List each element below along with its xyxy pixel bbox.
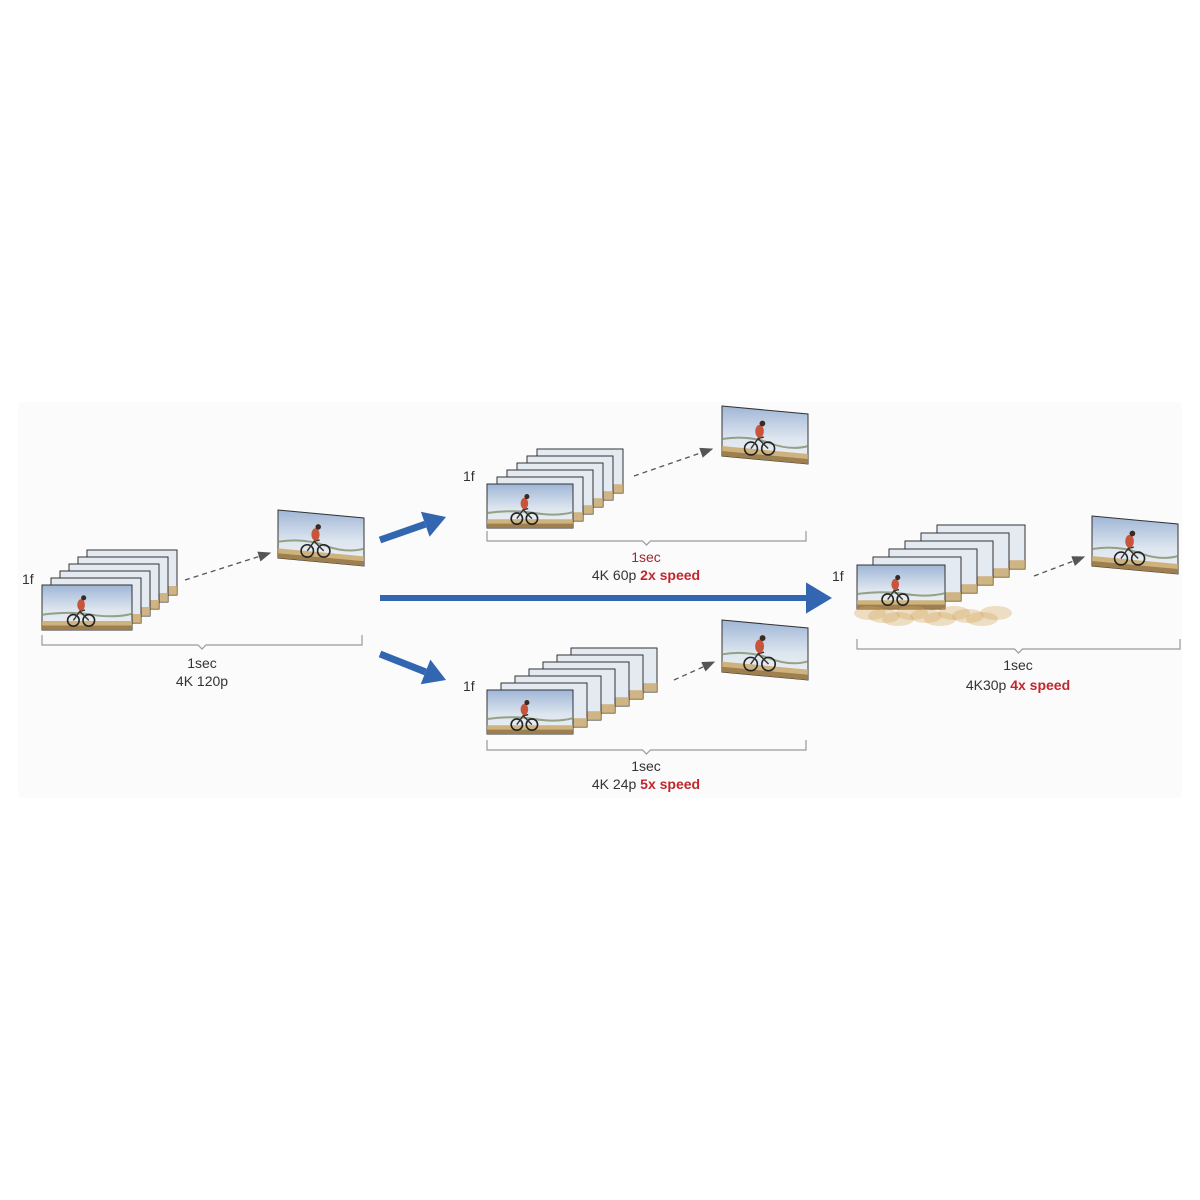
output-24p-output-frame — [721, 619, 809, 681]
arrow-to-60p — [378, 511, 446, 544]
output-24p-frame-stack — [486, 647, 658, 735]
output-24p-format-label: 4K 24p — [591, 776, 637, 792]
arrow-to-24p — [378, 650, 446, 685]
output-60p-frame-stack-front-frame — [486, 483, 574, 529]
conversion-arrows — [378, 511, 832, 685]
source-duration-label: 1sec — [187, 655, 217, 671]
frame-stacks — [41, 448, 1026, 735]
output-60p-output-frame — [721, 405, 809, 465]
output-24p-frame-label: 1f — [463, 678, 475, 694]
output-frames — [277, 405, 1179, 681]
output-60p-duration-label: 1sec — [631, 549, 661, 565]
output-60p-duration-bracket — [486, 531, 807, 546]
source-format-label: 4K 120p — [175, 673, 229, 689]
output-30p-duration-bracket — [856, 639, 1181, 654]
output-30p-duration-label: 1sec — [1003, 657, 1033, 673]
output-30p-format-label: 4K30p — [965, 677, 1007, 693]
output-30p-frame-stack-front-frame — [856, 564, 946, 610]
duration-brackets — [41, 531, 1181, 755]
source-frame-label: 1f — [22, 571, 34, 587]
output-24p-duration-label: 1sec — [631, 758, 661, 774]
output-24p-extract-arrow — [673, 661, 716, 681]
source-output-frame — [277, 509, 365, 567]
output-24p-caption: 4K 24p 5x speed — [592, 775, 700, 793]
output-60p-caption: 4K 60p 2x speed — [592, 566, 700, 584]
output-60p-frame-stack — [486, 448, 624, 529]
arrow-to-30p — [380, 582, 832, 614]
output-30p-extract-arrow — [1033, 556, 1086, 577]
output-30p-caption: 4K30p 4x speed — [966, 676, 1070, 694]
output-30p-frame-label: 1f — [832, 568, 844, 584]
output-30p-frame-stack — [856, 524, 1026, 610]
output-30p-speed-label: 4x speed — [1010, 677, 1071, 693]
output-60p-format-label: 4K 60p — [591, 567, 637, 583]
source-duration-bracket — [41, 635, 363, 650]
output-60p-extract-arrow — [633, 447, 714, 477]
output-24p-duration-bracket — [486, 740, 807, 755]
source-extract-arrow — [184, 551, 272, 581]
source-frame-stack-front-frame — [41, 584, 133, 631]
output-30p-output-frame — [1091, 515, 1179, 575]
frame-extraction-arrows — [184, 447, 1086, 681]
output-24p-frame-stack-front-frame — [486, 689, 574, 735]
output-30p-motion-blur — [854, 606, 1012, 626]
output-60p-frame-label: 1f — [463, 468, 475, 484]
source-frame-stack — [41, 549, 178, 631]
output-60p-speed-label: 2x speed — [640, 567, 701, 583]
output-24p-speed-label: 5x speed — [640, 776, 701, 792]
